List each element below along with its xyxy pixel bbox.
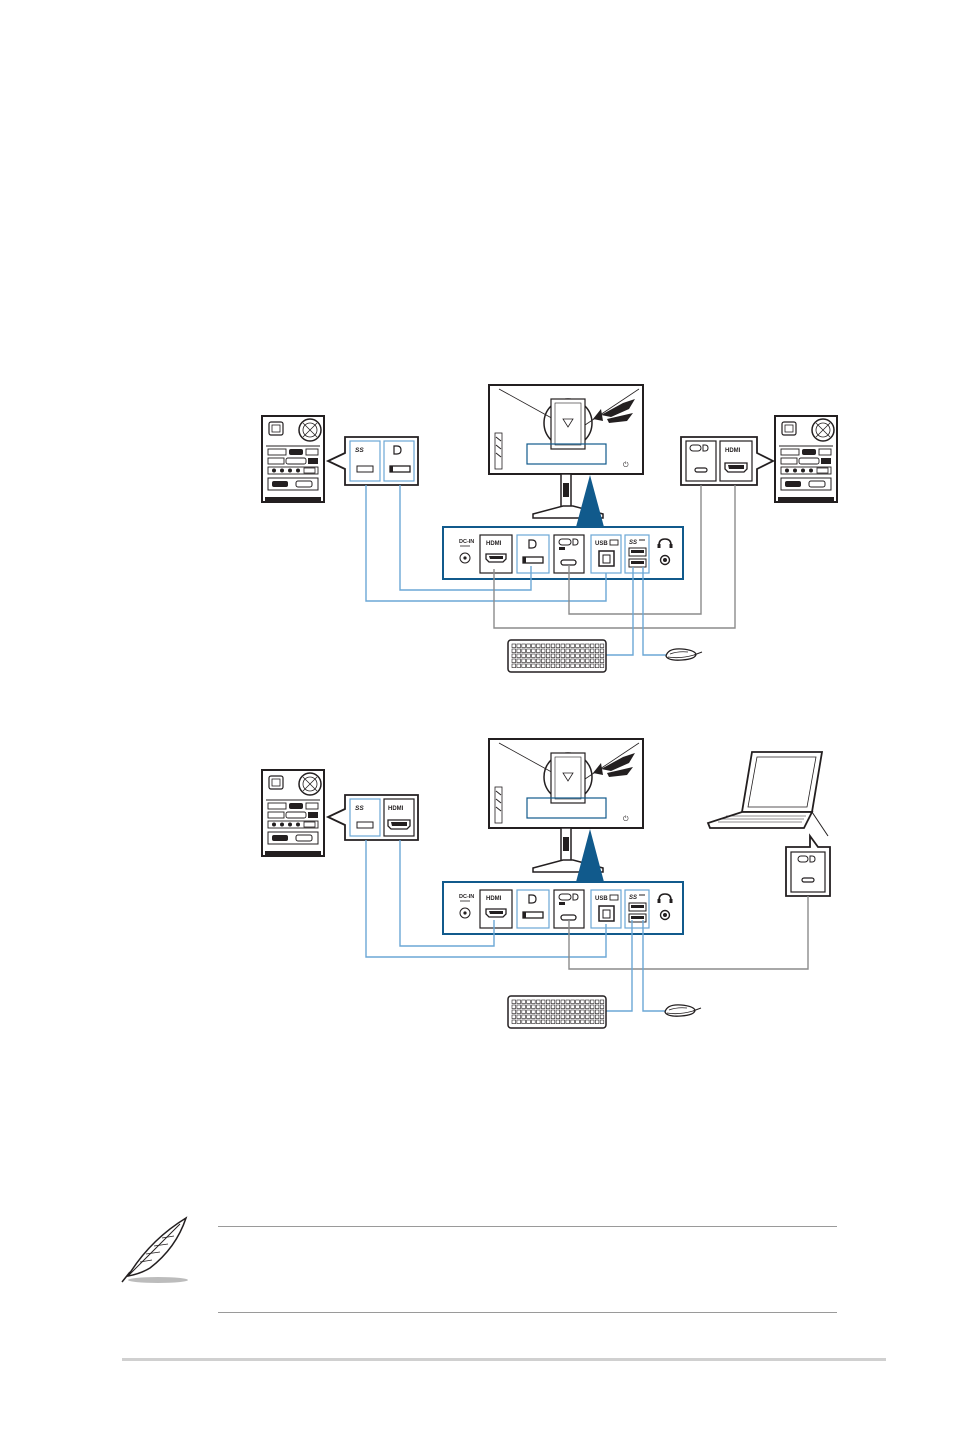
mouse (666, 649, 696, 660)
zoom-triangle (576, 829, 604, 882)
note-top-rule (218, 1226, 837, 1227)
note-bottom-rule (218, 1312, 837, 1313)
pc-right (775, 416, 837, 502)
feather-quill-icon (122, 1218, 188, 1283)
pc-right-port-callout: HDMI (681, 437, 773, 485)
keyboard (508, 996, 606, 1028)
pc-left-port-callout: SS (328, 437, 418, 485)
laptop-port-callout (786, 836, 830, 896)
pc-port-callout: SS HDMI (328, 795, 418, 840)
monitor-rear (489, 385, 643, 518)
keyboard (508, 640, 606, 672)
zoom-triangle (576, 475, 604, 527)
diagram-dual-pc: SS HDMI (262, 385, 837, 672)
laptop (708, 752, 828, 836)
footer-rule (122, 1358, 886, 1361)
monitor-port-panel (443, 527, 683, 579)
mouse (665, 1005, 695, 1016)
pc-left (262, 416, 324, 502)
diagram-pc-and-laptop: SS HDMI (262, 739, 830, 1028)
hdmi-label: HDMI (725, 448, 741, 454)
ss-label: SS (355, 447, 364, 454)
monitor-port-panel (443, 882, 683, 934)
monitor-rear (489, 739, 643, 872)
ss-label: SS (355, 805, 364, 812)
hdmi-label: HDMI (388, 806, 404, 812)
pc-left (262, 770, 324, 856)
